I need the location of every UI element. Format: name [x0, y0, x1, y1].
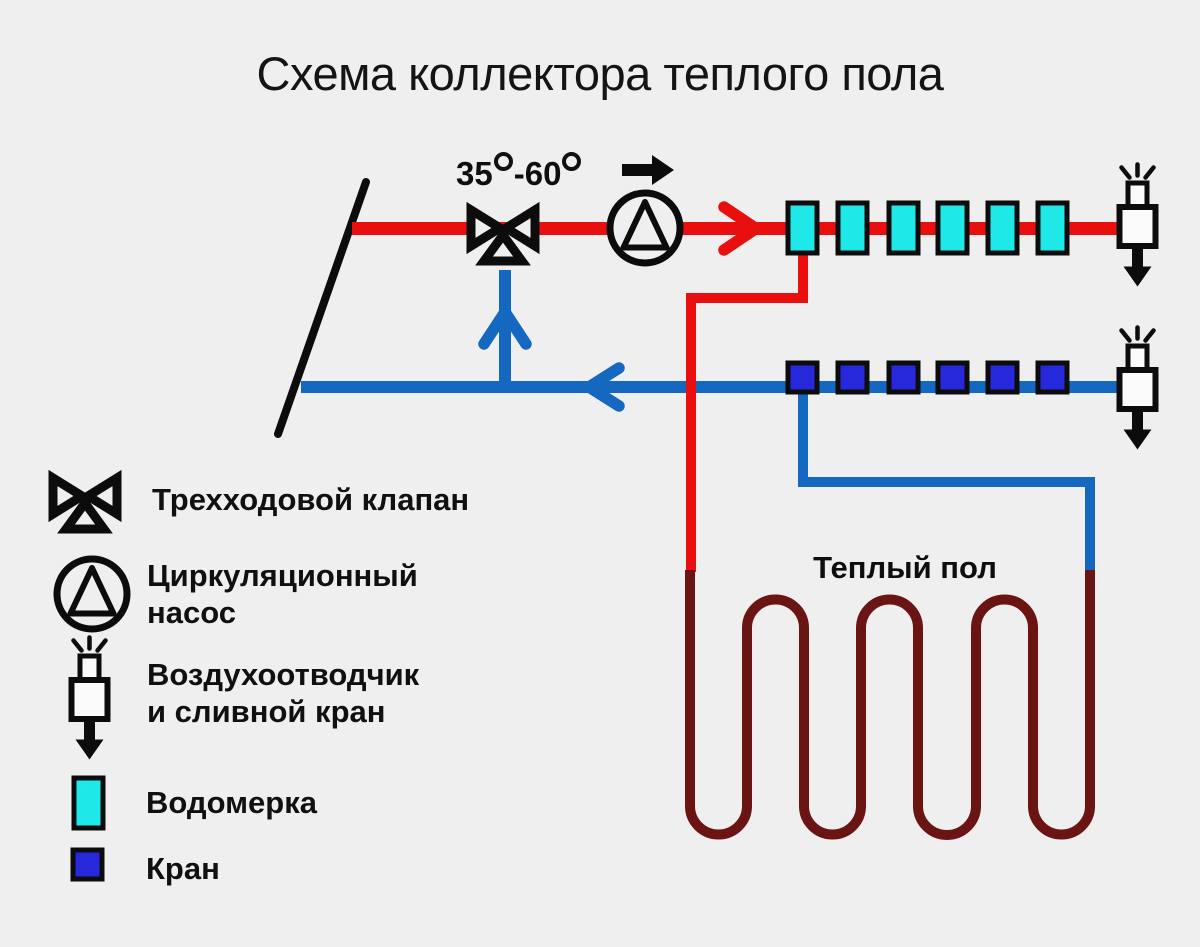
valve-icon	[988, 363, 1017, 392]
temp-min: 35	[456, 155, 493, 192]
flow-meter-icon	[938, 203, 967, 253]
return-flow-arrow-icon	[583, 362, 625, 412]
riser-flow-arrow-icon	[478, 306, 532, 350]
circulation-pump-icon	[610, 193, 680, 263]
legend-flow-meter-icon	[74, 778, 103, 828]
valve-icon	[938, 363, 967, 392]
flow-meter-icon	[788, 203, 817, 253]
three-way-valve-icon	[471, 210, 535, 261]
valve-icon	[788, 363, 817, 392]
legend-valve-icon	[73, 850, 102, 879]
legend-label-circulation-pump: Циркуляционный насос	[147, 558, 418, 630]
floor-loop-label: Теплый пол	[813, 550, 997, 585]
valve-temperature-label: 35-60	[456, 152, 582, 193]
temp-separator: -	[513, 155, 525, 192]
wall-boundary-line	[274, 178, 370, 438]
flow-meter-icon	[838, 203, 867, 253]
flow-meter-icon	[1038, 203, 1067, 253]
legend-label-flow-meter: Водомерка	[146, 785, 317, 820]
degree-icon	[562, 152, 582, 171]
air-vent-drain-icon	[1120, 165, 1156, 287]
legend-label-air-vent-drain: Воздухоотводчик и сливной кран	[147, 657, 420, 729]
valve-icon	[1038, 363, 1067, 392]
legend-circulation-pump-icon	[57, 559, 127, 629]
legend-air-vent-drain-icon	[72, 638, 108, 760]
valve-icon	[838, 363, 867, 392]
degree-icon	[493, 152, 513, 171]
floor-loop-pipe	[685, 570, 1095, 840]
legend-three-way-valve-icon	[53, 478, 117, 529]
return-feed-pipe	[798, 385, 1095, 572]
air-vent-drain-icon	[1120, 328, 1156, 450]
pump-direction-arrow-icon	[622, 155, 674, 185]
legend-label-valve: Кран	[146, 851, 220, 886]
page-title: Схема коллектора теплого пола	[256, 47, 944, 100]
valve-icon	[889, 363, 918, 392]
temp-max: 60	[524, 155, 562, 192]
flow-meter-icon	[889, 203, 918, 253]
legend-label-three-way-valve: Трехходовой клапан	[152, 482, 470, 517]
flow-meter-icon	[988, 203, 1017, 253]
supply-flow-arrow-icon	[718, 201, 762, 256]
supply-feed-pipe	[686, 240, 808, 572]
